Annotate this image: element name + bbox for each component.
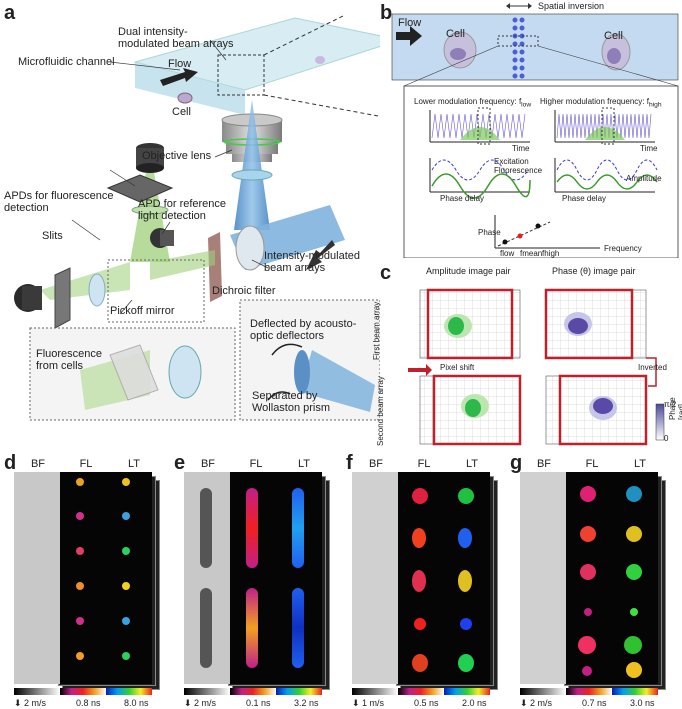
label-excitation: Excitation — [494, 157, 529, 166]
label-frequency: Frequency — [604, 244, 642, 253]
slits-left — [54, 267, 71, 329]
col-bf-g: BF — [536, 458, 552, 470]
panel-f: BF FL LT ⬇ 1 m/s 0.5 ns 2.0 ns — [352, 458, 514, 708]
label-dichroic: Dichroic filter — [212, 285, 276, 297]
label-lower-freq: Lower modulation frequency: flow — [414, 97, 532, 109]
panel-e: BF FL LT ⬇ 2 m/s 0.1 ns 3.2 ns — [184, 458, 346, 708]
lt-strip-d — [106, 472, 152, 684]
label-cell-b2: Cell — [604, 30, 623, 42]
panel-e-letter: e — [174, 452, 186, 474]
col-lt-f: LT — [465, 458, 479, 470]
dichroic-filter — [208, 232, 222, 302]
col-lt-e: LT — [297, 458, 311, 470]
label-inverted: Inverted — [638, 363, 667, 372]
bf-strip-d — [14, 472, 60, 684]
phase-bottom-box — [558, 374, 648, 446]
label-flow-f: flow — [500, 249, 515, 258]
flow-arrow — [160, 68, 198, 86]
label-apd-ref: APD for reference light detection — [138, 198, 227, 222]
label-fluor-cells: Fluorescence from cells — [36, 348, 103, 372]
label-amp-pair: Amplitude image pair — [426, 266, 511, 276]
label-objective: Objective lens — [142, 150, 212, 162]
label-flow-b: Flow — [398, 17, 422, 29]
panel-c-diagram — [408, 288, 665, 446]
label-phase: Phase — [478, 228, 501, 237]
label-phase-delay-2: Phase delay — [562, 194, 607, 203]
panel-a-diagram — [14, 14, 380, 421]
low-freq-plot — [429, 107, 530, 145]
label-fhigh: fhigh — [542, 249, 560, 258]
panel-b-letter: b — [380, 2, 393, 24]
phase-top-box — [544, 288, 634, 360]
label-dual-arrays: Dual intensity-modulated beam arrays — [118, 26, 234, 50]
panel-f-letter: f — [346, 452, 353, 474]
col-bf-f: BF — [368, 458, 384, 470]
flow-channel — [391, 13, 679, 81]
cells-d — [14, 472, 152, 684]
amp-bottom-box — [432, 374, 522, 446]
label-pixel-shift: Pixel shift — [440, 363, 475, 372]
phase-colorbar — [655, 403, 665, 441]
apd-top — [136, 143, 164, 173]
amp-top-box — [426, 288, 514, 360]
slits-top — [106, 174, 174, 203]
label-higher-freq: Higher modulation frequency: fhigh — [540, 97, 662, 109]
phase-plot — [494, 215, 600, 249]
fl-strip-d — [60, 472, 106, 684]
beam-array-box — [217, 54, 265, 96]
input-arrow — [306, 240, 335, 270]
label-spatial-inversion: Spatial inversion — [538, 1, 605, 11]
cell-shape — [177, 92, 193, 104]
label-time-2: Time — [640, 144, 658, 153]
panel-d-letter: d — [4, 452, 17, 474]
label-cbar-top: π/2 — [664, 400, 677, 409]
label-phase-delay-1: Phase delay — [440, 194, 485, 203]
low-wave-plot — [429, 158, 531, 199]
label-cell: Cell — [172, 106, 191, 118]
label-time-1: Time — [512, 144, 530, 153]
label-separated: Separated by Wollaston prism — [252, 390, 331, 414]
label-microfluidic-channel: Microfluidic channel — [18, 56, 115, 68]
high-freq-plot — [554, 107, 655, 145]
label-phase-pair: Phase (θ) image pair — [552, 266, 636, 276]
label-deflected: Deflected by acousto-optic deflectors — [250, 318, 357, 342]
col-fl-g: FL — [585, 458, 599, 470]
label-im-beam: Intensity-modulated beam arrays — [264, 250, 360, 274]
label-slits: Slits — [42, 230, 63, 242]
panel-b-diagram — [391, 3, 679, 258]
high-wave-plot — [554, 158, 658, 193]
col-bf-e: BF — [200, 458, 216, 470]
col-lt-d: LT — [127, 458, 141, 470]
label-cell-b1: Cell — [446, 28, 465, 40]
col-bf-d: BF — [30, 458, 46, 470]
apd-left — [14, 284, 42, 312]
label-fmean: fmean — [520, 249, 543, 258]
col-fl-d: FL — [79, 458, 93, 470]
label-amplitude: Amplitude — [626, 174, 662, 183]
label-flow: Flow — [168, 58, 192, 70]
panel-d: BF FL LT ⬇ 2 m/s 0.8 ns 8.0 ns — [14, 458, 174, 708]
flow-arrow-b — [396, 26, 422, 46]
label-cbar-bottom: 0 — [664, 434, 669, 443]
label-fluorescence: Fluorescence — [494, 166, 543, 175]
bf-strip-f — [352, 472, 398, 684]
label-pickoff: Pickoff mirror — [110, 305, 175, 317]
label-first-array: First beam array — [372, 301, 381, 360]
bf-strip-g — [520, 472, 566, 684]
label-cbar-title: Phase [rad] — [668, 397, 682, 420]
panel-c-letter: c — [380, 262, 392, 284]
zoom-box — [403, 85, 679, 258]
panel-g: BF FL LT ⬇ 2 m/s 0.7 ns 3.0 ns — [520, 458, 682, 708]
label-apd-fluor: APDs for fluorescence detection — [4, 190, 114, 214]
col-fl-e: FL — [249, 458, 263, 470]
col-fl-f: FL — [417, 458, 431, 470]
col-lt-g: LT — [633, 458, 647, 470]
panel-g-letter: g — [510, 452, 523, 474]
label-second-array: Second beam array — [376, 376, 385, 446]
apd-reference — [150, 228, 174, 248]
panel-a-letter: a — [4, 2, 16, 24]
